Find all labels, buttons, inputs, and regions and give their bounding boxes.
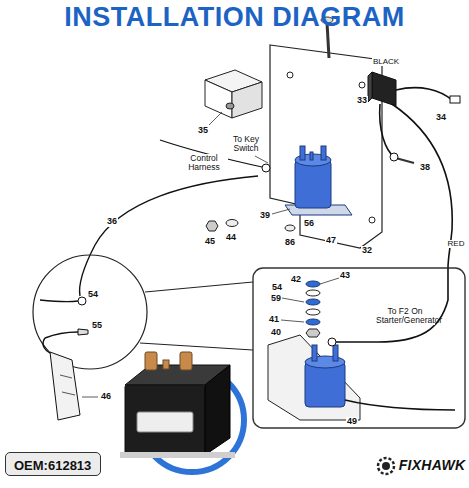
callout-number: 43 — [339, 271, 351, 281]
washer — [306, 299, 320, 305]
wire-color: RED — [447, 240, 466, 249]
washer — [306, 309, 320, 315]
leader-line — [282, 298, 304, 302]
washer — [306, 319, 320, 325]
solenoid-terminal — [300, 146, 305, 160]
washer — [306, 290, 320, 296]
logo-gear — [378, 458, 394, 474]
wire — [45, 332, 78, 338]
brand-logo: FIXHAWK — [398, 458, 467, 473]
leader-line — [320, 278, 339, 284]
inset-frame — [253, 268, 465, 428]
solenoid-terminal — [333, 345, 338, 361]
ring-terminal — [390, 153, 398, 161]
callout-number: 33 — [356, 96, 368, 106]
diagram-title: INSTALLATION DIAGRAM — [0, 1, 469, 33]
callout-number: 42 — [290, 275, 302, 285]
washer — [226, 220, 238, 227]
callout-number: 38 — [419, 163, 431, 173]
wire — [335, 268, 448, 342]
plug-detail — [60, 375, 72, 378]
bracket-detail — [268, 335, 360, 420]
callout-number: 54 — [271, 283, 283, 293]
product-body — [125, 385, 205, 455]
callout-number: 34 — [435, 113, 447, 123]
wire — [40, 300, 78, 302]
part-number: OEM:612813 — [14, 458, 91, 474]
wire-note: To F2 On Starter/Generator — [375, 307, 435, 326]
solenoid-body — [305, 362, 345, 407]
washer — [306, 281, 320, 287]
plug-connector — [50, 352, 80, 420]
resistor-block — [372, 72, 396, 106]
cable — [345, 400, 455, 410]
solenoid-terminal — [321, 146, 326, 160]
leader-line — [272, 209, 290, 214]
black-wire — [396, 88, 452, 100]
nut — [206, 221, 218, 231]
leader-line — [281, 320, 304, 322]
wire-connector — [450, 96, 460, 103]
ring-terminal — [262, 164, 270, 172]
spade-terminal — [78, 329, 88, 335]
solenoid-cap — [305, 356, 345, 368]
product-plate — [137, 412, 193, 432]
wire-note: To Key Switch — [225, 135, 267, 154]
relay-front — [205, 80, 232, 118]
solenoid-terminal — [310, 152, 313, 160]
plug-detail — [62, 392, 75, 395]
callout-number: 54 — [87, 290, 99, 300]
mounting-bracket — [270, 45, 382, 248]
callout-number: 39 — [259, 211, 271, 221]
wire-note: Control Harness — [180, 154, 228, 173]
ring-terminal — [78, 297, 86, 305]
detail-line — [140, 343, 253, 350]
product-side — [205, 365, 230, 455]
callout-number: 44 — [225, 233, 237, 243]
logo-gear-center — [382, 462, 390, 470]
callout-number: 47 — [325, 236, 337, 246]
callout-number: 55 — [91, 321, 103, 331]
bracket-hole — [287, 72, 293, 78]
solenoid-terminal — [312, 345, 317, 361]
wire — [43, 338, 55, 355]
callout-number: 35 — [197, 126, 209, 136]
nut — [306, 329, 320, 337]
relay-side — [232, 82, 262, 118]
callout-number: 45 — [204, 237, 216, 247]
product-foot — [120, 452, 235, 458]
leader-line — [209, 112, 222, 125]
copper-terminal — [145, 352, 157, 370]
washer — [285, 225, 295, 231]
black-wire — [380, 104, 395, 158]
copper-terminal — [180, 352, 192, 370]
detail-line — [145, 282, 253, 292]
oem-badge: OEM:612813 — [5, 452, 101, 476]
callout-number: 46 — [100, 392, 112, 402]
callout-number: 86 — [284, 238, 296, 248]
solenoid-body — [295, 160, 331, 208]
callout-number: 56 — [303, 219, 315, 229]
callout-number: 40 — [270, 328, 282, 338]
callout-number: 41 — [268, 315, 280, 325]
copper-terminal — [163, 360, 169, 369]
relay-nut — [226, 103, 234, 109]
callout-number: 32 — [361, 246, 373, 256]
wire-color: BLACK — [372, 58, 400, 67]
leader-line — [255, 156, 268, 163]
bracket-hole — [359, 82, 365, 88]
resistor-side — [368, 72, 372, 102]
callout-number: 36 — [106, 217, 118, 227]
callout-number: 49 — [346, 417, 358, 427]
red-wire — [392, 104, 452, 268]
bracket-hole — [369, 217, 375, 223]
callout-number: 59 — [270, 294, 282, 304]
cable — [80, 176, 258, 296]
leader-line — [82, 397, 98, 398]
ring-terminal — [328, 338, 336, 346]
